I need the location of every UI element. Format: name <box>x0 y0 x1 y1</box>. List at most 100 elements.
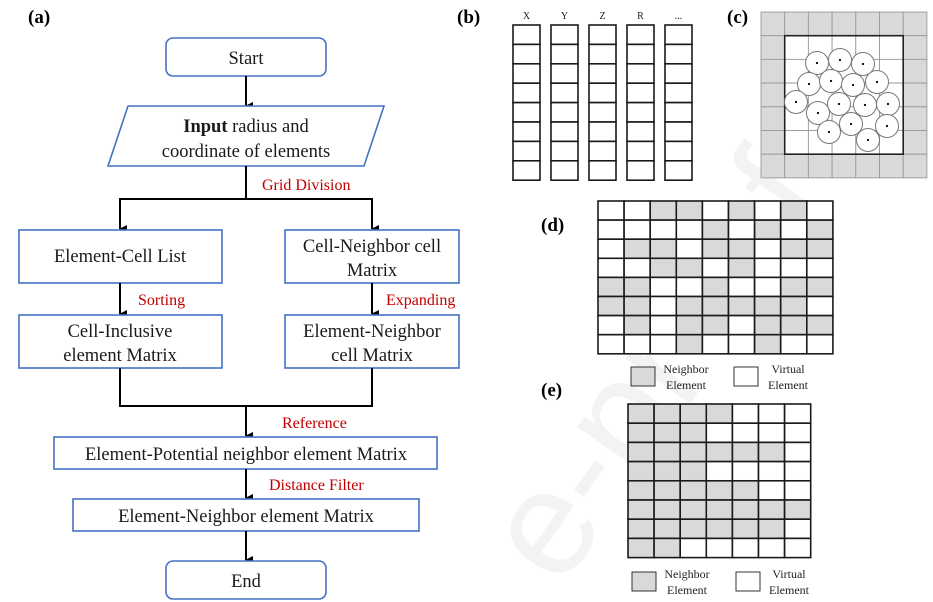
virtual-element-cell <box>705 422 734 444</box>
virtual-element-cell <box>783 537 812 559</box>
array-cell <box>550 82 579 104</box>
particle <box>806 101 830 125</box>
neighbor-element-cell <box>653 460 681 482</box>
neighbor-element-cell <box>705 518 734 540</box>
neighbor-element-cell <box>731 479 760 501</box>
particle-center-dot <box>849 122 853 126</box>
neighbor-element-cell <box>649 257 678 279</box>
array-cell <box>512 24 541 46</box>
virtual-element-cell <box>727 333 756 355</box>
boundary-cell <box>902 106 928 131</box>
virtual-element-cell <box>705 537 734 559</box>
particle-center-dot <box>794 100 798 104</box>
domain-boundary <box>783 34 905 156</box>
neighbor-element-cell <box>731 499 760 521</box>
legend-virtual-line1: Virtual <box>772 567 806 581</box>
neighbor-element-cell <box>705 403 734 425</box>
neighbor-element-cell <box>627 479 655 501</box>
neighbor-element-cell <box>779 238 808 260</box>
virtual-element-cell <box>679 537 708 559</box>
element-cell-list-label: Element-Cell List <box>54 247 187 267</box>
particle <box>817 120 841 144</box>
virtual-element-cell <box>783 479 812 501</box>
boundary-cell <box>879 153 904 179</box>
element-neighbor-cell-label-line2: cell Matrix <box>331 346 413 366</box>
virtual-element-cell <box>753 200 782 221</box>
neighbor-element-cell <box>627 499 655 521</box>
array-cell <box>664 101 693 123</box>
array-cell <box>550 101 579 123</box>
boundary-cell <box>784 11 809 37</box>
legend-neighbor-line2: Element <box>666 378 707 392</box>
virtual-element-cell <box>597 200 625 221</box>
neighbor-element-cell <box>705 441 734 463</box>
virtual-element-cell <box>757 537 786 559</box>
array-cell <box>588 160 617 182</box>
neighbor-element-cell <box>623 314 651 336</box>
neighbor-element-cell <box>727 257 756 279</box>
neighbor-matrix-node: Element-Neighbor element Matrix <box>72 498 420 532</box>
boundary-cell <box>784 153 809 179</box>
array-cell <box>588 101 617 123</box>
virtual-element-cell <box>597 257 625 279</box>
particle <box>827 92 851 116</box>
virtual-element-cell <box>779 219 808 241</box>
boundary-cell <box>760 106 786 131</box>
virtual-element-cell <box>727 314 756 336</box>
element-cell-list-node: Element-Cell List <box>18 229 223 284</box>
virtual-element-cell <box>757 403 786 425</box>
matrix-d <box>597 200 834 355</box>
array-cell <box>550 24 579 46</box>
virtual-element-cell <box>753 238 782 260</box>
neighbor-element-cell <box>753 314 782 336</box>
panel-label-d: (d) <box>541 215 564 236</box>
neighbor-element-cell <box>653 441 681 463</box>
virtual-element-cell <box>779 333 808 355</box>
input-node: Input radius and coordinate of elements <box>106 105 386 167</box>
boundary-cell <box>807 153 833 179</box>
input-label-line1: Input radius and <box>183 117 309 137</box>
neighbor-element-cell <box>779 276 808 298</box>
neighbor-element-cell <box>627 441 655 463</box>
virtual-element-cell <box>783 460 812 482</box>
neighbor-element-cell <box>623 238 651 260</box>
boundary-cell <box>760 130 786 155</box>
neighbor-element-cell <box>757 518 786 540</box>
array-column: ... <box>664 11 693 182</box>
neighbor-element-cell <box>623 295 651 317</box>
neighbor-element-cell <box>701 276 730 298</box>
neighbor-element-cell <box>705 479 734 501</box>
op-grid-division: Grid Division <box>262 177 350 194</box>
neighbor-element-cell <box>627 422 655 444</box>
input-keyword: Input <box>183 117 228 137</box>
neighbor-element-cell <box>679 518 708 540</box>
particle-center-dot <box>863 103 867 107</box>
particle-center-dot <box>837 102 841 106</box>
boundary-cell <box>760 35 786 60</box>
virtual-element-cell <box>731 460 760 482</box>
virtual-element-cell <box>675 219 704 241</box>
legend-neighbor-line2: Element <box>667 583 708 597</box>
cell-neighbor-matrix-node: Cell-Neighbor cell Matrix <box>284 229 460 284</box>
array-cell <box>664 140 693 162</box>
panel-label-a: (a) <box>28 7 50 28</box>
virtual-element-cell <box>783 422 812 444</box>
legend-virtual-swatch <box>735 571 761 592</box>
array-column-header: X <box>523 11 531 22</box>
array-cell <box>664 121 693 143</box>
array-cell <box>626 24 655 46</box>
boundary-cell <box>902 82 928 108</box>
panel-label-b: (b) <box>457 7 480 28</box>
neighbor-element-cell <box>679 479 708 501</box>
neighbor-element-cell <box>653 518 681 540</box>
legend-virtual-swatch <box>733 366 759 387</box>
neighbor-element-cell <box>679 441 708 463</box>
neighbor-element-cell <box>623 276 651 298</box>
virtual-element-cell <box>731 403 760 425</box>
particle <box>784 90 808 114</box>
virtual-element-cell <box>783 518 812 540</box>
array-cell <box>512 82 541 104</box>
virtual-element-cell <box>757 479 786 501</box>
array-cell <box>588 82 617 104</box>
